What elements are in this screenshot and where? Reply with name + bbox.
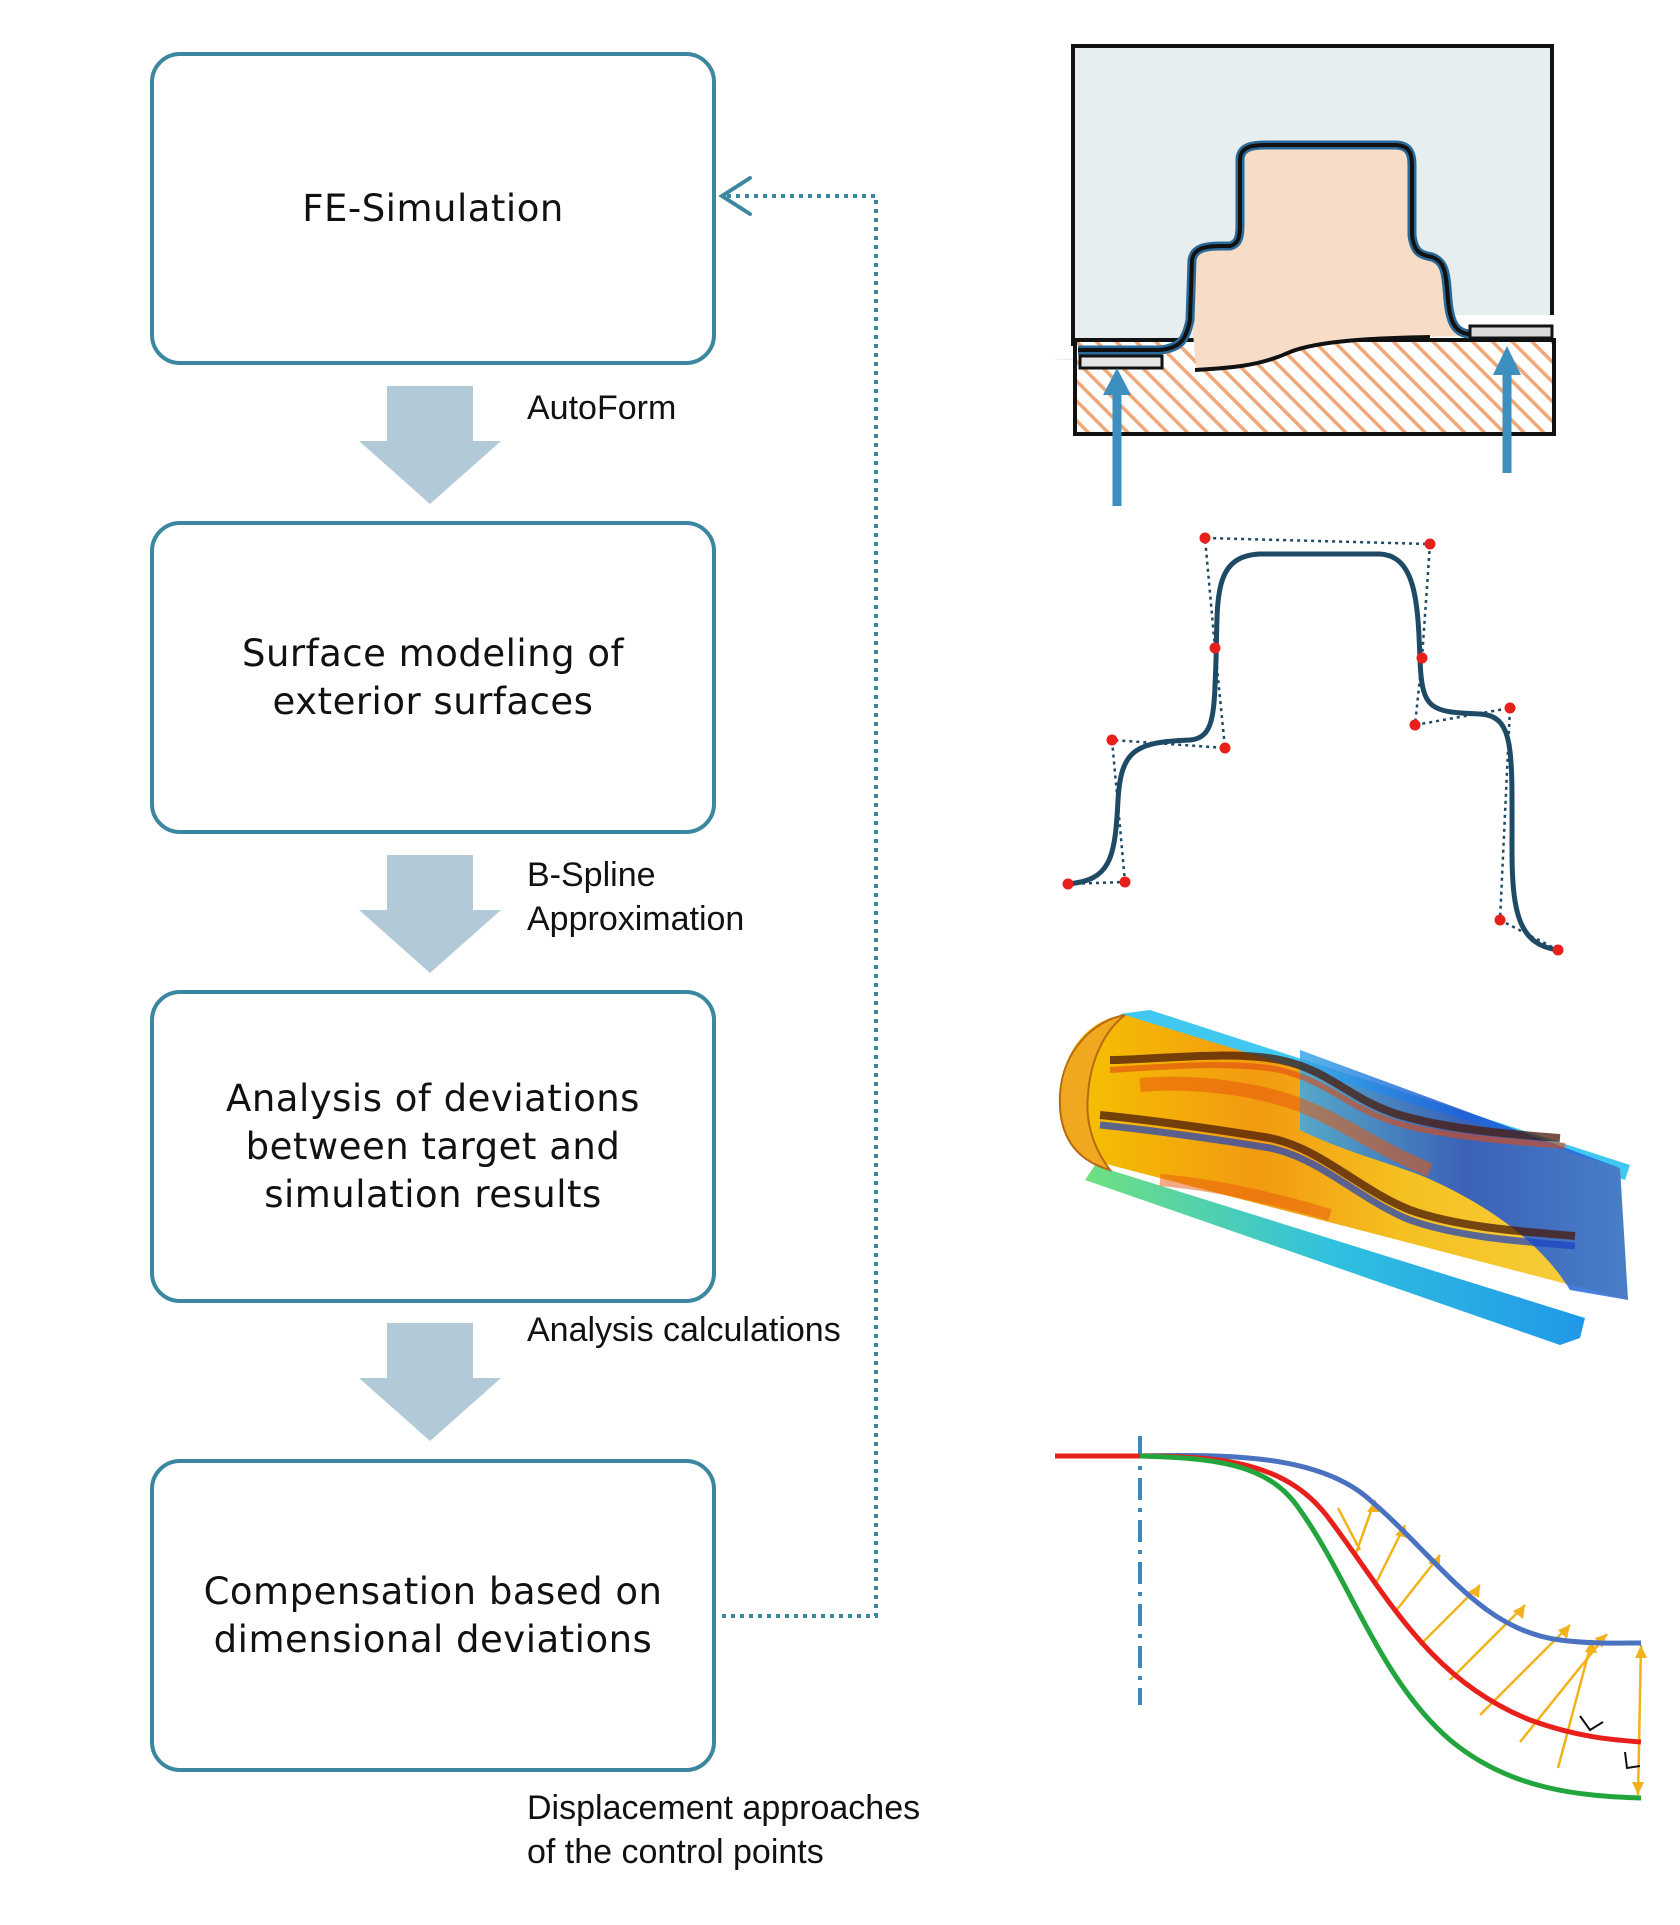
step-box-analysis-deviations: Analysis of deviations between target an… [150, 990, 716, 1303]
step-box-surface-modeling: Surface modeling of exterior surfaces [150, 521, 716, 834]
step-title-compensation: Compensation based on dimensional deviat… [193, 1568, 673, 1664]
footer-note: Displacement approaches of the control p… [527, 1786, 920, 1874]
footer-line: of the control points [527, 1833, 824, 1871]
transition-line: B-Spline [527, 856, 656, 894]
displacement-arrows [1336, 1499, 1643, 1796]
feedback-arrow-icon [718, 176, 878, 1618]
displacement-figure [1055, 1436, 1647, 1801]
step-title-surface-modeling: Surface modeling of exterior surfaces [193, 630, 673, 726]
transition-line: Approximation [527, 900, 745, 938]
control-points [1062, 532, 1564, 956]
transition-label-autoform: AutoForm [527, 386, 676, 430]
down-arrow-icon [359, 855, 501, 973]
step-title-fe-simulation: FE-Simulation [193, 185, 673, 233]
step-box-compensation: Compensation based on dimensional deviat… [150, 1459, 716, 1772]
step-line: Compensation based on [203, 1569, 663, 1613]
transition-line: Analysis calculations [527, 1311, 841, 1349]
step-box-fe-simulation: FE-Simulation [150, 52, 716, 365]
step-line: between target and [245, 1124, 621, 1168]
deviation-colormap-figure [1058, 1010, 1630, 1345]
step-line: Analysis of deviations [226, 1076, 640, 1120]
step-line: exterior surfaces [272, 679, 594, 723]
step-line: simulation results [264, 1172, 602, 1216]
down-arrow-icon [359, 386, 501, 504]
displacement-arrowheads [1367, 1500, 1647, 1795]
transition-label-bspline: B-Spline Approximation [527, 853, 744, 941]
step-line: Surface modeling of [241, 631, 625, 675]
forming-tool-figure [1050, 44, 1556, 506]
bspline-figure [1062, 532, 1564, 956]
press-arrow-icon [1493, 346, 1521, 473]
press-arrow-icon [1103, 368, 1131, 506]
down-arrow-icon [359, 1323, 501, 1441]
step-line: FE-Simulation [302, 186, 564, 230]
transition-line: AutoForm [527, 389, 677, 427]
transition-label-analysis: Analysis calculations [527, 1308, 841, 1352]
footer-line: Displacement approaches [527, 1789, 921, 1827]
step-line: dimensional deviations [213, 1617, 653, 1661]
step-title-analysis-deviations: Analysis of deviations between target an… [193, 1075, 673, 1219]
